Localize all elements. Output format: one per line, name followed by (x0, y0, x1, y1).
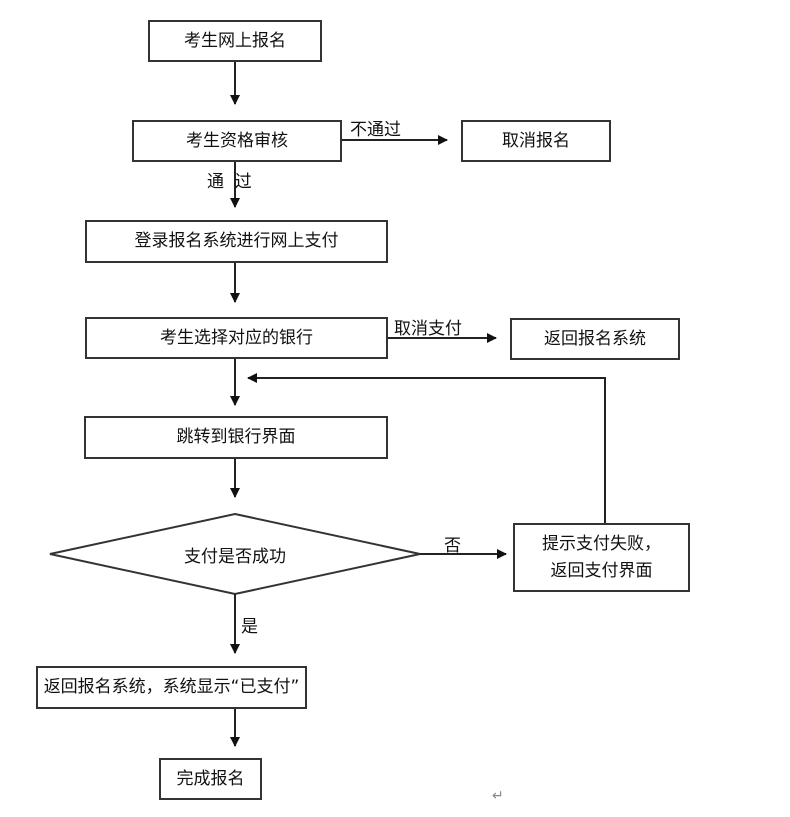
node-label: 考生资格审核 (186, 130, 288, 151)
node-qualification-review: 考生资格审核 (132, 120, 342, 162)
node-login-pay: 登录报名系统进行网上支付 (85, 220, 388, 263)
node-label: 考生选择对应的银行 (160, 327, 313, 348)
node-apply-online: 考生网上报名 (148, 20, 322, 62)
node-label: 跳转到银行界面 (176, 427, 296, 448)
paragraph-mark-icon: ↵ (492, 788, 504, 804)
node-cancel-registration: 取消报名 (461, 120, 611, 162)
node-redirect-bank: 跳转到银行界面 (84, 416, 388, 459)
node-select-bank: 考生选择对应的银行 (85, 317, 388, 359)
node-label: 考生网上报名 (184, 30, 286, 51)
edge-label-cancel-payment: 取消支付 (394, 319, 462, 339)
node-label: 返回报名系统，系统显示“已支付” (43, 677, 300, 698)
node-show-paid: 返回报名系统，系统显示“已支付” (36, 666, 307, 709)
edge-label-yes: 是 (241, 617, 258, 637)
node-label: 登录报名系统进行网上支付 (134, 231, 339, 252)
edge-label-not-passed: 不通过 (350, 120, 401, 140)
node-return-system: 返回报名系统 (510, 318, 680, 360)
edge-label-no: 否 (444, 536, 461, 556)
node-label: 返回报名系统 (544, 328, 646, 349)
node-payment-failed: 提示支付失败， 返回支付界面 (513, 523, 690, 592)
node-label-line1: 提示支付失败， (542, 534, 661, 555)
node-label-line2: 返回支付界面 (550, 560, 653, 581)
decision-label: 支付是否成功 (184, 547, 286, 567)
edge-failed-loop-back (247, 373, 606, 523)
node-complete: 完成报名 (159, 758, 262, 800)
node-label: 完成报名 (176, 768, 245, 789)
edge-label-passed: 通 过 (207, 172, 252, 192)
node-label: 取消报名 (502, 130, 570, 151)
